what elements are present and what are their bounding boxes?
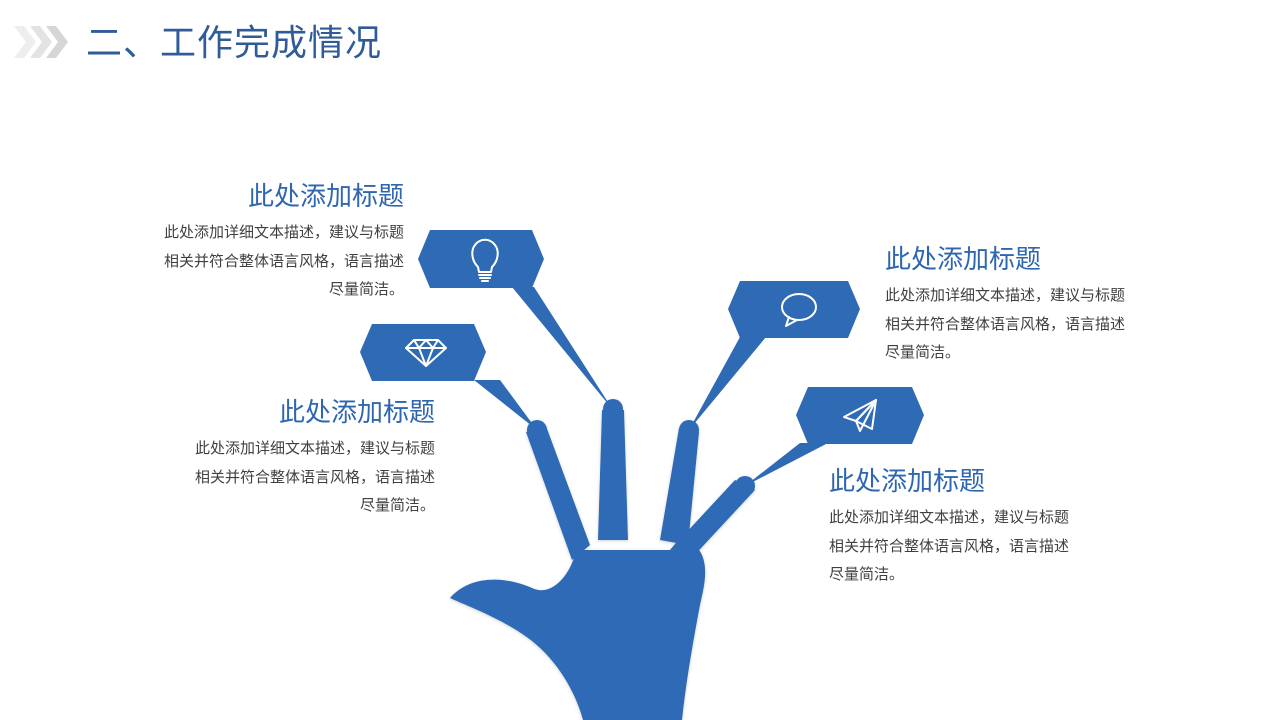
pointer-lightbulb (512, 287, 613, 410)
desc-line: 尽量简洁。 (885, 343, 961, 361)
icon-badges (360, 230, 924, 444)
text-block-lightbulb: 此处添加标题 此处添加详细文本描述，建议与标题 相关并符合整体语言风格，语言描述… (124, 180, 404, 304)
desc-line: 此处添加详细文本描述，建议与标题 (885, 286, 1126, 304)
speech-bubble-icon (781, 293, 817, 327)
badge-lightbulb (418, 230, 544, 288)
palm (450, 538, 706, 720)
fingertip-1 (527, 420, 547, 440)
finger-2 (598, 410, 628, 540)
hand-shape (450, 399, 755, 720)
badge-diamond (360, 324, 486, 381)
pointer-plane (745, 443, 828, 486)
block-description: 此处添加详细文本描述，建议与标题 相关并符合整体语言风格，语言描述 尽量简洁。 (124, 218, 404, 304)
pointer-speech (689, 337, 766, 430)
page-title: 二、工作完成情况 (86, 23, 383, 64)
text-block-diamond: 此处添加标题 此处添加详细文本描述，建议与标题 相关并符合整体语言风格，语言描述… (155, 396, 435, 520)
text-block-plane: 此处添加标题 此处添加详细文本描述，建议与标题 相关并符合整体语言风格，语言描述… (829, 465, 1109, 589)
desc-line: 尽量简洁。 (829, 565, 905, 583)
block-heading: 此处添加标题 (247, 182, 404, 212)
block-description: 此处添加详细文本描述，建议与标题 相关并符合整体语言风格，语言描述 尽量简洁。 (829, 503, 1109, 589)
diamond-icon (405, 339, 447, 367)
desc-line: 尽量简洁。 (359, 496, 435, 514)
callout-pointers (474, 287, 828, 486)
block-heading: 此处添加标题 (885, 245, 1042, 275)
fingertip-3 (679, 420, 699, 440)
text-block-speech: 此处添加标题 此处添加详细文本描述，建议与标题 相关并符合整体语言风格，语言描述… (885, 243, 1165, 367)
block-heading: 此处添加标题 (278, 398, 435, 428)
fingertip-4 (735, 476, 755, 496)
block-description: 此处添加详细文本描述，建议与标题 相关并符合整体语言风格，语言描述 尽量简洁。 (885, 281, 1165, 367)
lightbulb-icon (471, 238, 499, 282)
finger-3 (660, 428, 699, 545)
block-description: 此处添加详细文本描述，建议与标题 相关并符合整体语言风格，语言描述 尽量简洁。 (155, 434, 435, 520)
desc-line: 相关并符合整体语言风格，语言描述 (194, 467, 435, 486)
fingertip-2 (603, 399, 623, 419)
desc-line: 此处添加详细文本描述，建议与标题 (829, 508, 1070, 526)
desc-line: 尽量简洁。 (328, 280, 404, 298)
pointer-diamond (474, 380, 537, 430)
finger-1 (526, 426, 590, 560)
chevron-arrows-icon (14, 26, 68, 58)
paper-plane-icon (843, 399, 877, 432)
desc-line: 相关并符合整体语言风格，语言描述 (163, 251, 404, 270)
desc-line: 相关并符合整体语言风格，语言描述 (829, 536, 1070, 555)
desc-line: 此处添加详细文本描述，建议与标题 (163, 223, 404, 241)
desc-line: 此处添加详细文本描述，建议与标题 (194, 439, 435, 457)
block-heading: 此处添加标题 (829, 467, 986, 497)
desc-line: 相关并符合整体语言风格，语言描述 (885, 314, 1126, 333)
badge-speech (728, 281, 860, 338)
finger-4 (670, 480, 755, 560)
